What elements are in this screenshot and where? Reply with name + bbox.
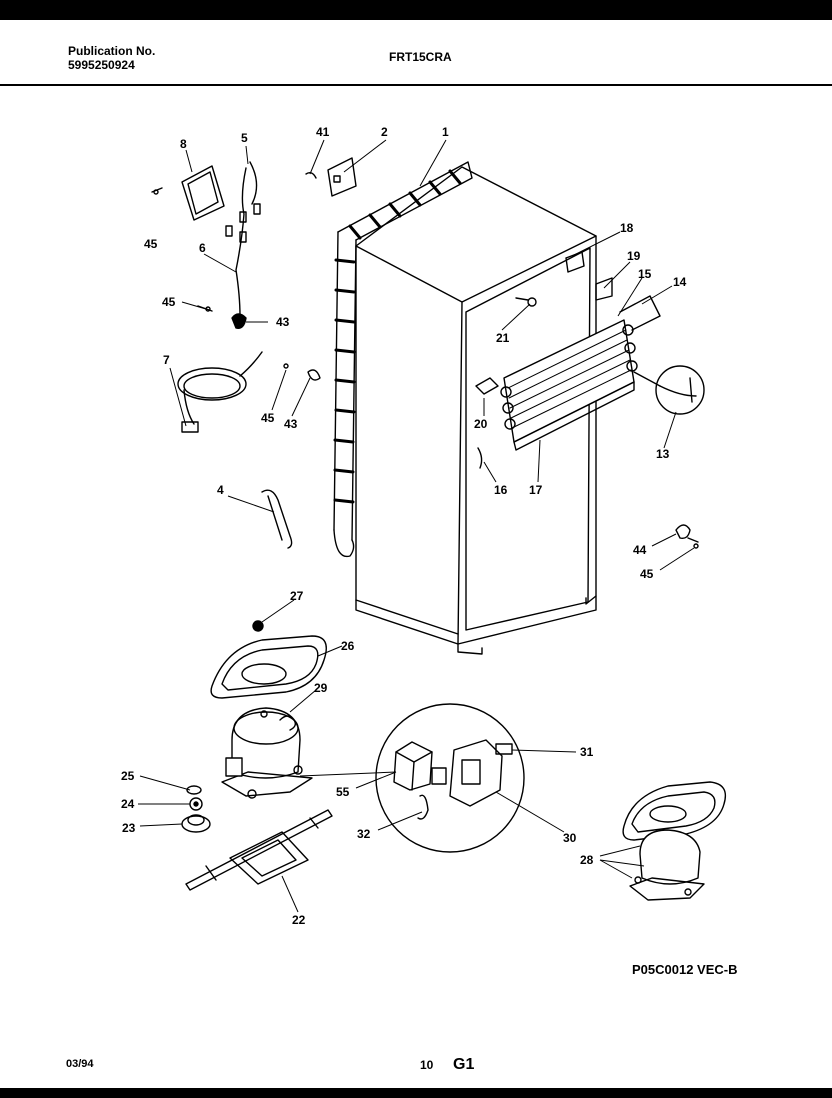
defrost-thermostat — [633, 365, 705, 415]
callout-label: 43 — [276, 315, 290, 329]
publication-label: Publication No. — [68, 44, 156, 58]
callout-label: 27 — [290, 589, 304, 603]
drain-pan — [210, 635, 327, 699]
callout-label: 16 — [494, 483, 508, 497]
callout-label: 8 — [180, 137, 187, 151]
power-cord — [177, 351, 263, 433]
base-plate — [185, 809, 333, 891]
callout-label: 45 — [261, 411, 275, 425]
mounting-plate — [151, 165, 225, 221]
callout-label: 19 — [627, 249, 641, 263]
callout-label: 45 — [162, 295, 176, 309]
callout-label: 2 — [381, 125, 388, 139]
callout-label: 45 — [144, 237, 158, 251]
header-rule — [0, 84, 832, 86]
callout-label: 29 — [314, 681, 328, 695]
refrigerator-cabinet — [355, 166, 597, 655]
callout-label: 21 — [496, 331, 510, 345]
callout-label: 13 — [656, 447, 670, 461]
left-fasteners — [197, 157, 357, 381]
callout-label: 1 — [442, 125, 449, 139]
grommet — [252, 620, 264, 632]
callout-label: 26 — [341, 639, 355, 653]
callout-label: 18 — [620, 221, 634, 235]
callout-label: 31 — [580, 745, 594, 759]
heater-tube — [261, 489, 293, 549]
callout-label: 44 — [633, 543, 647, 557]
callout-label: 45 — [640, 567, 654, 581]
callout-label: 17 — [529, 483, 543, 497]
callout-label: 14 — [673, 275, 687, 289]
compressor — [221, 707, 313, 799]
publication-number: 5995250924 — [68, 58, 135, 72]
callout-label: 30 — [563, 831, 577, 845]
footer-page-number: 10 — [420, 1058, 434, 1072]
diagram-code: P05C0012 VEC-B — [632, 962, 738, 977]
callout-label: 6 — [199, 241, 206, 255]
callout-label: 23 — [122, 821, 136, 835]
wiring-harness — [225, 161, 261, 329]
callout-label: 25 — [121, 769, 135, 783]
condenser-coil — [333, 161, 473, 558]
mounting-grommets — [181, 785, 211, 833]
callout-label: 43 — [284, 417, 298, 431]
callout-label: 20 — [474, 417, 488, 431]
callout-label: 5 — [241, 131, 248, 145]
evaporator-assembly — [500, 251, 661, 451]
bottom-border-bar — [0, 1088, 832, 1098]
callout-label: 28 — [580, 853, 594, 867]
callout-label: 41 — [316, 125, 330, 139]
relay-detail-circle — [375, 703, 525, 853]
callout-label: 55 — [336, 785, 350, 799]
callout-label: 7 — [163, 353, 170, 367]
callout-label: 15 — [638, 267, 652, 281]
right-fasteners — [675, 524, 699, 549]
callout-label: 22 — [292, 913, 306, 927]
compressor-assembly — [622, 781, 727, 901]
callout-label: 32 — [357, 827, 371, 841]
footer-date: 03/94 — [66, 1058, 94, 1070]
model-number: FRT15CRA — [389, 50, 452, 64]
footer-section: G1 — [453, 1056, 475, 1073]
small-evaporator-parts — [475, 297, 537, 469]
callout-label: 4 — [217, 483, 224, 497]
callout-label: 24 — [121, 797, 135, 811]
top-border-bar — [0, 0, 832, 20]
